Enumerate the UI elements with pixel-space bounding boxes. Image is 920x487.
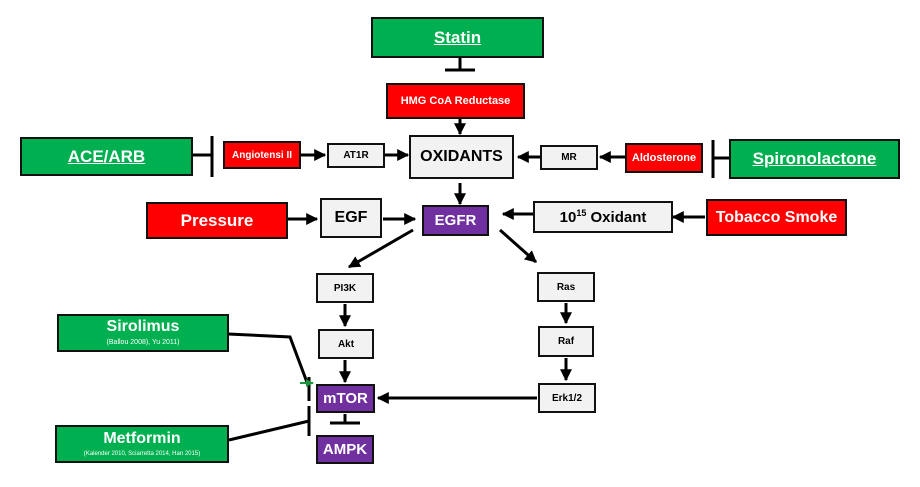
ace-arb-node: ACE/ARB	[20, 137, 193, 176]
sirolimus-citation: (Ballou 2008), Yu 2011)	[106, 339, 180, 347]
mr-label: MR	[561, 152, 577, 163]
egfr-label: EGFR	[434, 212, 477, 229]
egfr-to-ras-arrow	[499, 228, 537, 264]
pi3k-label: PI3K	[333, 282, 357, 294]
tobacco-label: Tobacco Smoke	[715, 208, 838, 226]
egf-node: EGF	[320, 198, 382, 238]
pressure-node: Pressure	[146, 202, 288, 239]
mtor-label: mTOR	[323, 390, 368, 407]
statin-node: Statin	[371, 17, 544, 58]
spironolactone-node: Spironolactone	[729, 139, 900, 179]
metformin-node: Metformin (Kalender 2010, Sciarretta 201…	[55, 425, 229, 463]
sirolimus-label: Sirolimus	[106, 318, 180, 336]
pressure-label: Pressure	[180, 210, 254, 230]
ampk-label: AMPK	[322, 441, 368, 458]
tobacco-smoke-node: Tobacco Smoke	[706, 199, 847, 236]
hmg-coa-reductase-node: HMG CoA Reductase	[386, 83, 525, 119]
ras-node: Ras	[537, 272, 595, 302]
spironolactone-label: Spironolactone	[752, 149, 877, 168]
at1r-node: AT1R	[327, 143, 385, 168]
raf-node: Raf	[538, 326, 594, 357]
mr-node: MR	[540, 145, 598, 170]
metformin-citation: (Kalender 2010, Sciarretta 2014, Han 201…	[83, 450, 201, 457]
sirolimus-node: Sirolimus (Ballou 2008), Yu 2011)	[57, 314, 229, 352]
aldosterone-node: Aldosterone	[625, 143, 703, 173]
raf-label: Raf	[557, 336, 575, 347]
statin-label: Statin	[433, 27, 482, 47]
egfr-to-pi3k-arrow	[347, 228, 414, 269]
oxidant-node: 1015 Oxidant	[533, 201, 673, 233]
ace-arb-label: ACE/ARB	[67, 146, 146, 166]
sirolimus-to-mtor-line	[227, 332, 310, 386]
aldosterone-label: Aldosterone	[631, 152, 697, 164]
egf-label: EGF	[334, 209, 368, 226]
metformin-label: Metformin	[103, 429, 181, 447]
erk-label: Erk1/2	[551, 392, 583, 404]
erk-node: Erk1/2	[538, 383, 596, 413]
oxidant-prefix: 10	[559, 209, 577, 226]
at1r-label: AT1R	[343, 150, 369, 161]
angiotensin-node: Angiotensi II	[223, 141, 301, 169]
akt-node: Akt	[318, 329, 374, 359]
oxidants-label: OXIDANTS	[420, 148, 503, 165]
hmg-label: HMG CoA Reductase	[400, 95, 511, 107]
egfr-node: EGFR	[422, 205, 489, 236]
oxidants-node: OXIDANTS	[409, 135, 514, 179]
oxidant-label: 1015 Oxidant	[560, 208, 647, 226]
metformin-to-mtor-line	[228, 419, 310, 442]
angiotensin-label: Angiotensi II	[232, 149, 292, 161]
pi3k-node: PI3K	[316, 273, 374, 303]
ras-label: Ras	[556, 281, 576, 293]
mtor-node: mTOR	[316, 384, 375, 413]
oxidant-exponent: 15	[576, 208, 587, 218]
akt-label: Akt	[337, 338, 355, 350]
ampk-node: AMPK	[316, 435, 374, 464]
oxidant-suffix: Oxidant	[586, 209, 647, 226]
